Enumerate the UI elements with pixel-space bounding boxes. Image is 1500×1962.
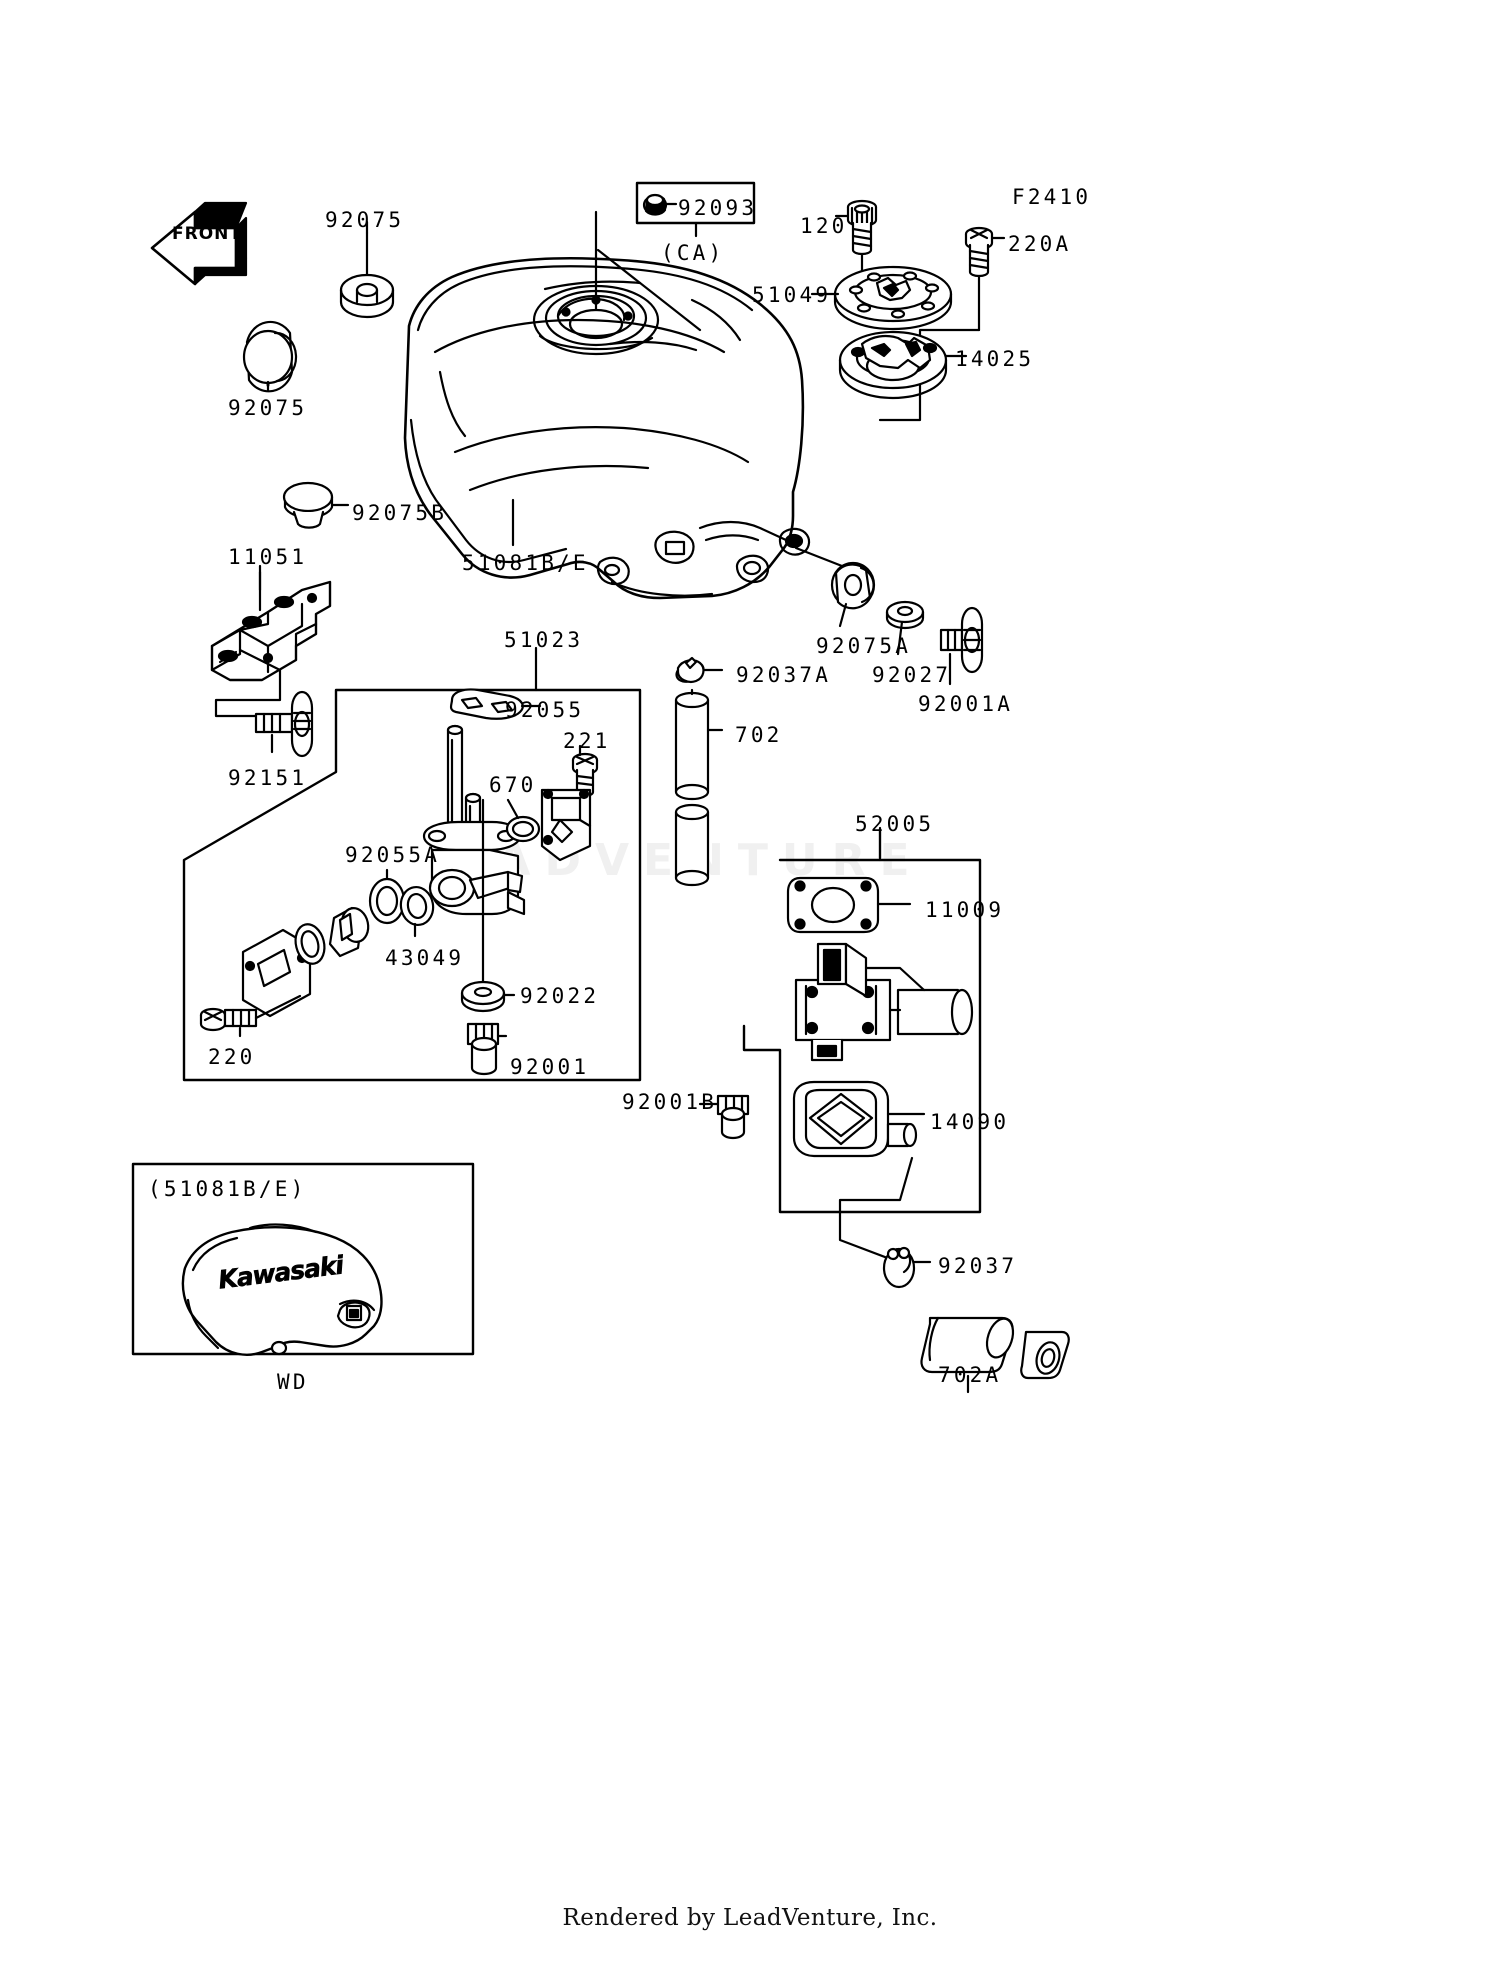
- front-arrow-label: FRONT: [172, 224, 242, 244]
- part-label-92075a: 92075A: [816, 634, 912, 658]
- part-221-screw: [571, 744, 599, 798]
- part-92027-washer: [885, 600, 925, 656]
- part-92037-clamp: [882, 1246, 932, 1289]
- part-label-43049: 43049: [385, 946, 465, 970]
- part-label-92075: 92075: [228, 396, 308, 420]
- part-92151-bolt: [254, 690, 314, 758]
- part-label-702a: 702A: [938, 1363, 1002, 1387]
- part-51049-fuel-cap: [810, 265, 953, 331]
- part-92055-gasket: [449, 688, 542, 720]
- part-label-702: 702: [735, 723, 783, 747]
- part-92075A-damper: [830, 561, 876, 628]
- part-label-11009: 11009: [925, 898, 1005, 922]
- part-label--ca-: (CA): [661, 241, 725, 265]
- part-label-92037a: 92037A: [736, 663, 832, 687]
- part-43049-seal-set: [241, 885, 435, 1018]
- part-label-92001a: 92001A: [918, 692, 1014, 716]
- part-92075B-plug: [282, 481, 350, 529]
- inset-box-51081BE: [131, 1162, 475, 1356]
- part-label-92001b: 92001B: [622, 1090, 718, 1114]
- part-220-screw: [199, 994, 302, 1038]
- part-label-92022: 92022: [520, 984, 600, 1008]
- part-label-220: 220: [208, 1045, 256, 1069]
- part-92075-top: [339, 231, 395, 319]
- part-11051-bracket: [210, 570, 332, 682]
- part-702A-hose: [920, 1316, 1070, 1394]
- part-label-92075: 92075: [325, 208, 405, 232]
- callout-box-51023: [182, 646, 642, 1082]
- part-label-14025: 14025: [955, 347, 1035, 371]
- part-label-221: 221: [563, 729, 611, 753]
- part-label-92055: 92055: [505, 698, 585, 722]
- part-52005-assembly: [794, 942, 974, 1062]
- part-label-92001: 92001: [510, 1055, 590, 1079]
- part-670-oring: [505, 798, 541, 843]
- part-220A-screw: [878, 226, 1006, 422]
- part-51081BE-fuel-tank: [403, 256, 811, 600]
- part-92022-washer: [460, 980, 516, 1013]
- part-92037A-clamp: [675, 656, 724, 683]
- part-label-92037: 92037: [938, 1254, 1018, 1278]
- part-label-92027: 92027: [872, 663, 952, 687]
- part-92001B-bolt: [698, 1094, 750, 1140]
- part-14090-cover: [792, 1080, 926, 1158]
- part-label-92093: 92093: [678, 196, 758, 220]
- part-92075-left: [242, 320, 298, 393]
- callout-box-92093: [635, 181, 756, 225]
- part-label-51023: 51023: [504, 628, 584, 652]
- part-label-92055a: 92055A: [345, 843, 441, 867]
- part-702-hose: [674, 691, 724, 887]
- part-label-f2410: F2410: [1012, 185, 1092, 209]
- part-label-670: 670: [489, 773, 537, 797]
- part-label-11051: 11051: [228, 545, 308, 569]
- part-92055A-oring: [368, 868, 406, 925]
- part-label-51081b-e: 51081B/E: [462, 551, 589, 575]
- part-label-92075b: 92075B: [352, 501, 448, 525]
- part-92001-bolt: [466, 1022, 508, 1076]
- part-valve-cover-plate: [540, 788, 592, 862]
- part-11009-gasket: [786, 876, 912, 934]
- part-label-220a: 220A: [1008, 232, 1072, 256]
- part-120-bolt: [834, 199, 878, 292]
- part-label-51049: 51049: [752, 283, 832, 307]
- part-fuel-valve-body: [422, 724, 526, 916]
- part-label-14090: 14090: [930, 1110, 1010, 1134]
- inset-caption: WD: [277, 1370, 309, 1394]
- front-arrow-badge: FRONT: [148, 198, 244, 276]
- front-arrow-icon: [150, 201, 248, 286]
- part-92001A-bolt: [939, 606, 984, 686]
- part-label-120: 120: [800, 214, 848, 238]
- part-label-52005: 52005: [855, 812, 935, 836]
- part-14025-cover: [838, 330, 968, 400]
- part-label-92151: 92151: [228, 766, 308, 790]
- inset-title: (51081B/E): [148, 1177, 307, 1201]
- footer-credit: Rendered by LeadVenture, Inc.: [562, 1905, 938, 1931]
